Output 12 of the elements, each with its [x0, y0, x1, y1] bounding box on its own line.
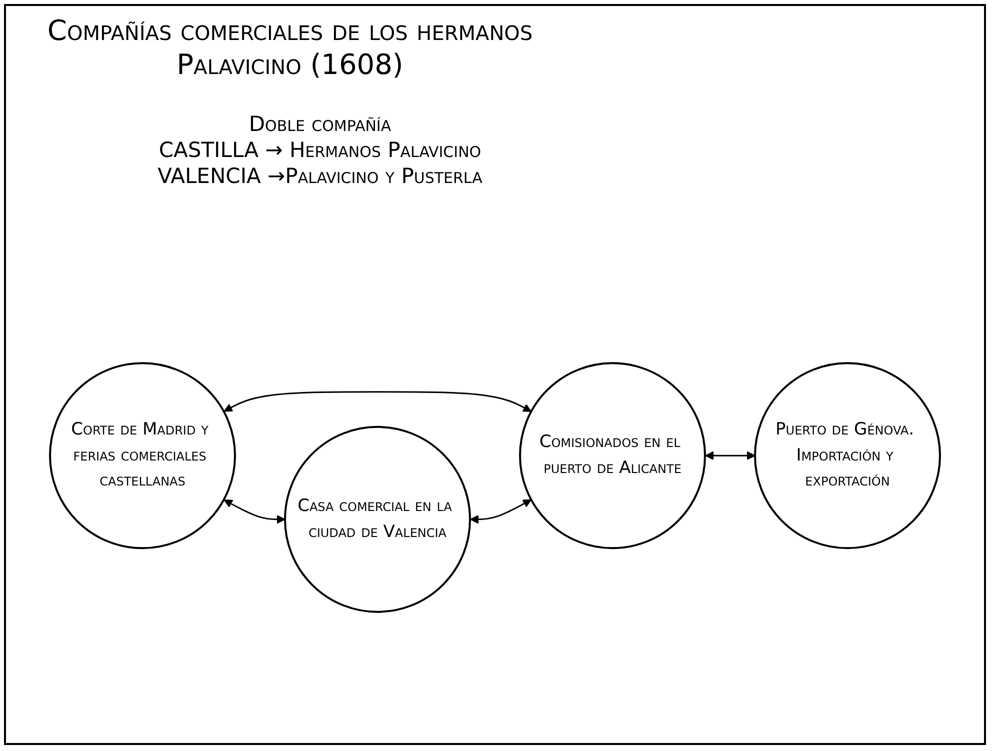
diagram-title: Compañías comerciales de los hermanos Palavicino (1608) [46, 14, 534, 82]
arrow [705, 451, 756, 460]
note-text: VALENCIA →Palavicino y Pusterla [156, 164, 484, 188]
circle-node: Casa comercial en la ciudad de Valencia [284, 426, 471, 613]
circle-node: Corte de Madrid y ferias comerciales castellanas [49, 362, 236, 550]
arrow [470, 499, 532, 524]
note-text: CASTILLA → Hermanos Palavicino [158, 138, 482, 162]
arrow [224, 391, 532, 412]
circle-node: Comisionados en el puerto de Alicante [519, 362, 706, 550]
arrow [224, 500, 286, 524]
note-text: Doble compañía [248, 112, 392, 136]
circle-node: Puerto de Génova. Importación y exportación [754, 362, 941, 550]
